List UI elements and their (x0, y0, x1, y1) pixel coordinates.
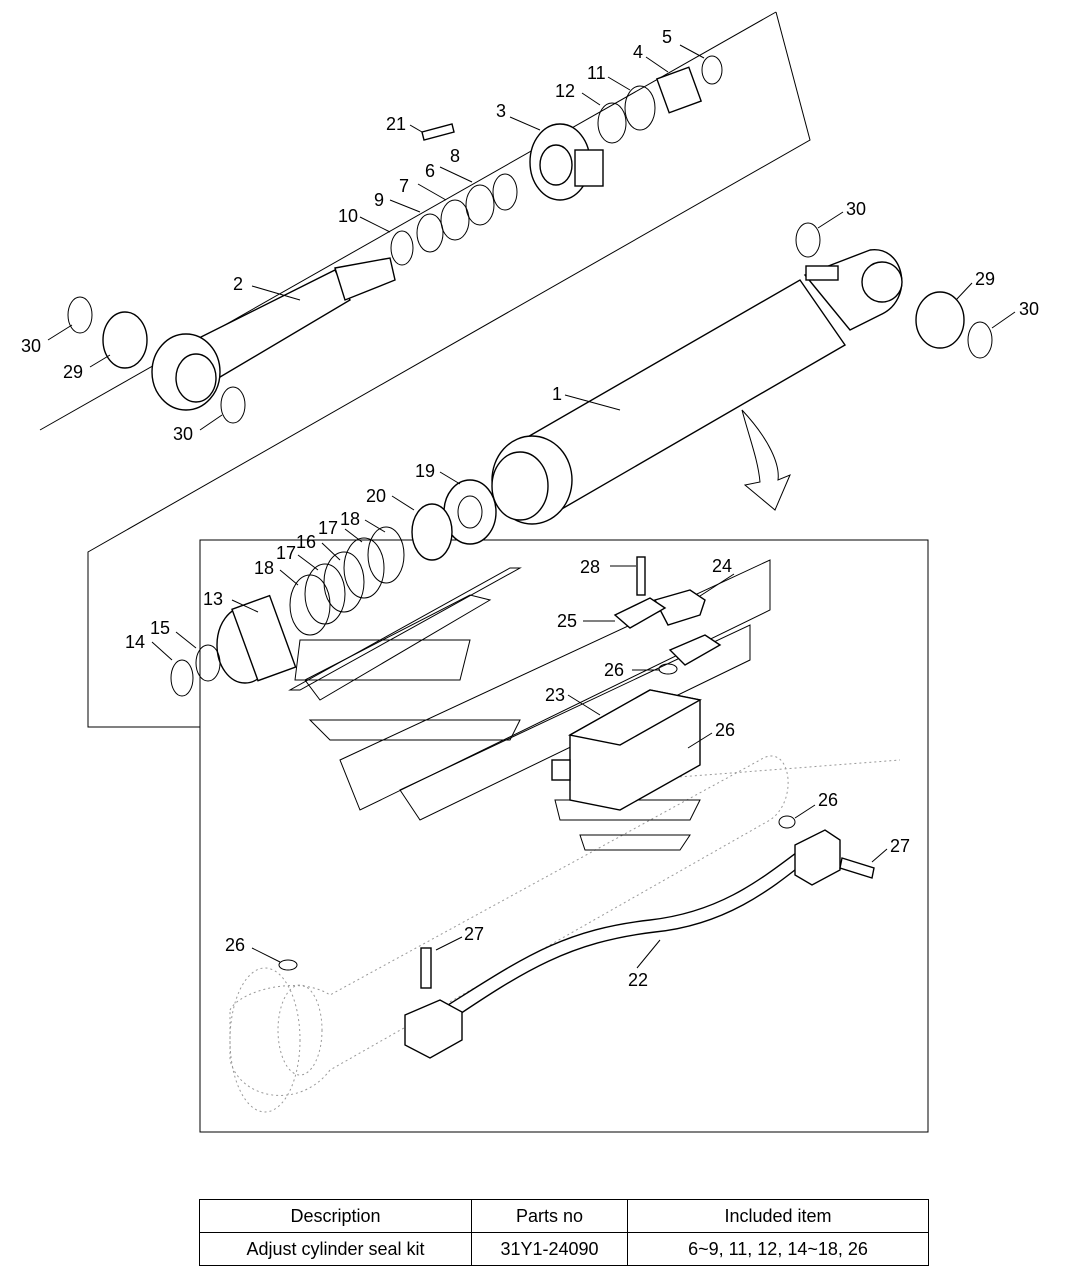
callout-6: 6 (425, 161, 435, 181)
split-flange-bottom (668, 634, 722, 666)
washer (411, 503, 453, 561)
callout-26a: 26 (604, 660, 624, 680)
cell-description: Adjust cylinder seal kit (199, 1232, 472, 1266)
callout-23: 23 (545, 685, 565, 705)
table-row: Adjust cylinder seal kit 31Y1-24090 6~9,… (199, 1232, 929, 1266)
callout-28: 28 (580, 557, 600, 577)
cylinder-tube (491, 249, 903, 525)
callout-1: 1 (552, 384, 562, 404)
hydraulic-detail-frame (199, 539, 929, 1133)
callout-26c: 26 (818, 790, 838, 810)
split-flange-top (613, 597, 667, 629)
flange-bolt (636, 556, 646, 596)
callout-9: 9 (374, 190, 384, 210)
callout-22: 22 (628, 970, 648, 990)
hydraulic-pipe (404, 829, 841, 1059)
callout-16: 16 (296, 532, 316, 552)
callout-18a: 18 (340, 509, 360, 529)
gland (529, 123, 604, 201)
callout-26d: 26 (225, 935, 245, 955)
callout-25: 25 (557, 611, 577, 631)
callout-26b: 26 (715, 720, 735, 740)
callout-27a: 27 (890, 836, 910, 856)
callout-10: 10 (338, 206, 358, 226)
callout-5: 5 (662, 27, 672, 47)
pipe-bolt-right (839, 857, 875, 879)
callout-30c: 30 (846, 199, 866, 219)
direction-arrow (741, 409, 791, 511)
seal-kit-table: Description Parts no Included item Adjus… (199, 1199, 929, 1266)
callout-14: 14 (125, 632, 145, 652)
callout-15: 15 (150, 618, 170, 638)
callout-7: 7 (399, 176, 409, 196)
callout-11: 11 (587, 63, 606, 83)
cell-parts-no: 31Y1-24090 (471, 1232, 628, 1266)
callout-17b: 17 (276, 543, 296, 563)
callout-30b: 30 (173, 424, 193, 444)
callout-8: 8 (450, 146, 460, 166)
callout-3: 3 (496, 101, 506, 121)
callout-18b: 18 (254, 558, 274, 578)
gland-bolt (421, 123, 455, 141)
callout-29b: 29 (975, 269, 995, 289)
piston (216, 594, 297, 684)
callout-19: 19 (415, 461, 435, 481)
valve-block (551, 689, 702, 811)
callout-20: 20 (366, 486, 386, 506)
cell-included-item: 6~9, 11, 12, 14~18, 26 (627, 1232, 929, 1266)
callout-30a: 30 (21, 336, 41, 356)
col-header-parts-no: Parts no (471, 1199, 628, 1233)
ghost-cylinder (229, 755, 901, 1113)
pin-bushing-left (102, 311, 148, 369)
callout-21: 21 (386, 114, 406, 134)
callout-12: 12 (555, 81, 575, 101)
chevron-bands (288, 559, 771, 851)
col-header-included-item: Included item (627, 1199, 929, 1233)
callout-13: 13 (203, 589, 223, 609)
bushing (655, 66, 703, 114)
callout-24: 24 (712, 556, 732, 576)
pin-bushing-right (915, 291, 965, 349)
table-header-row: Description Parts no Included item (199, 1199, 929, 1233)
callout-27b: 27 (464, 924, 484, 944)
callout-30d: 30 (1019, 299, 1039, 319)
callout-2: 2 (233, 274, 243, 294)
leader-lines (47, 44, 1016, 969)
piston-rod (151, 257, 396, 411)
elbow-fitting (653, 589, 706, 626)
col-header-description: Description (199, 1199, 472, 1233)
callout-4: 4 (633, 42, 643, 62)
seal-rings (67, 55, 993, 971)
pipe-bolt-left (420, 947, 432, 989)
exploded-parts-diagram: 1 2 3 4 5 6 7 8 9 10 11 12 13 14 15 16 1… (21, 11, 1039, 1133)
callout-labels: 1 2 3 4 5 6 7 8 9 10 11 12 13 14 15 16 1… (21, 27, 1039, 990)
callout-29a: 29 (63, 362, 83, 382)
callout-17a: 17 (318, 518, 338, 538)
